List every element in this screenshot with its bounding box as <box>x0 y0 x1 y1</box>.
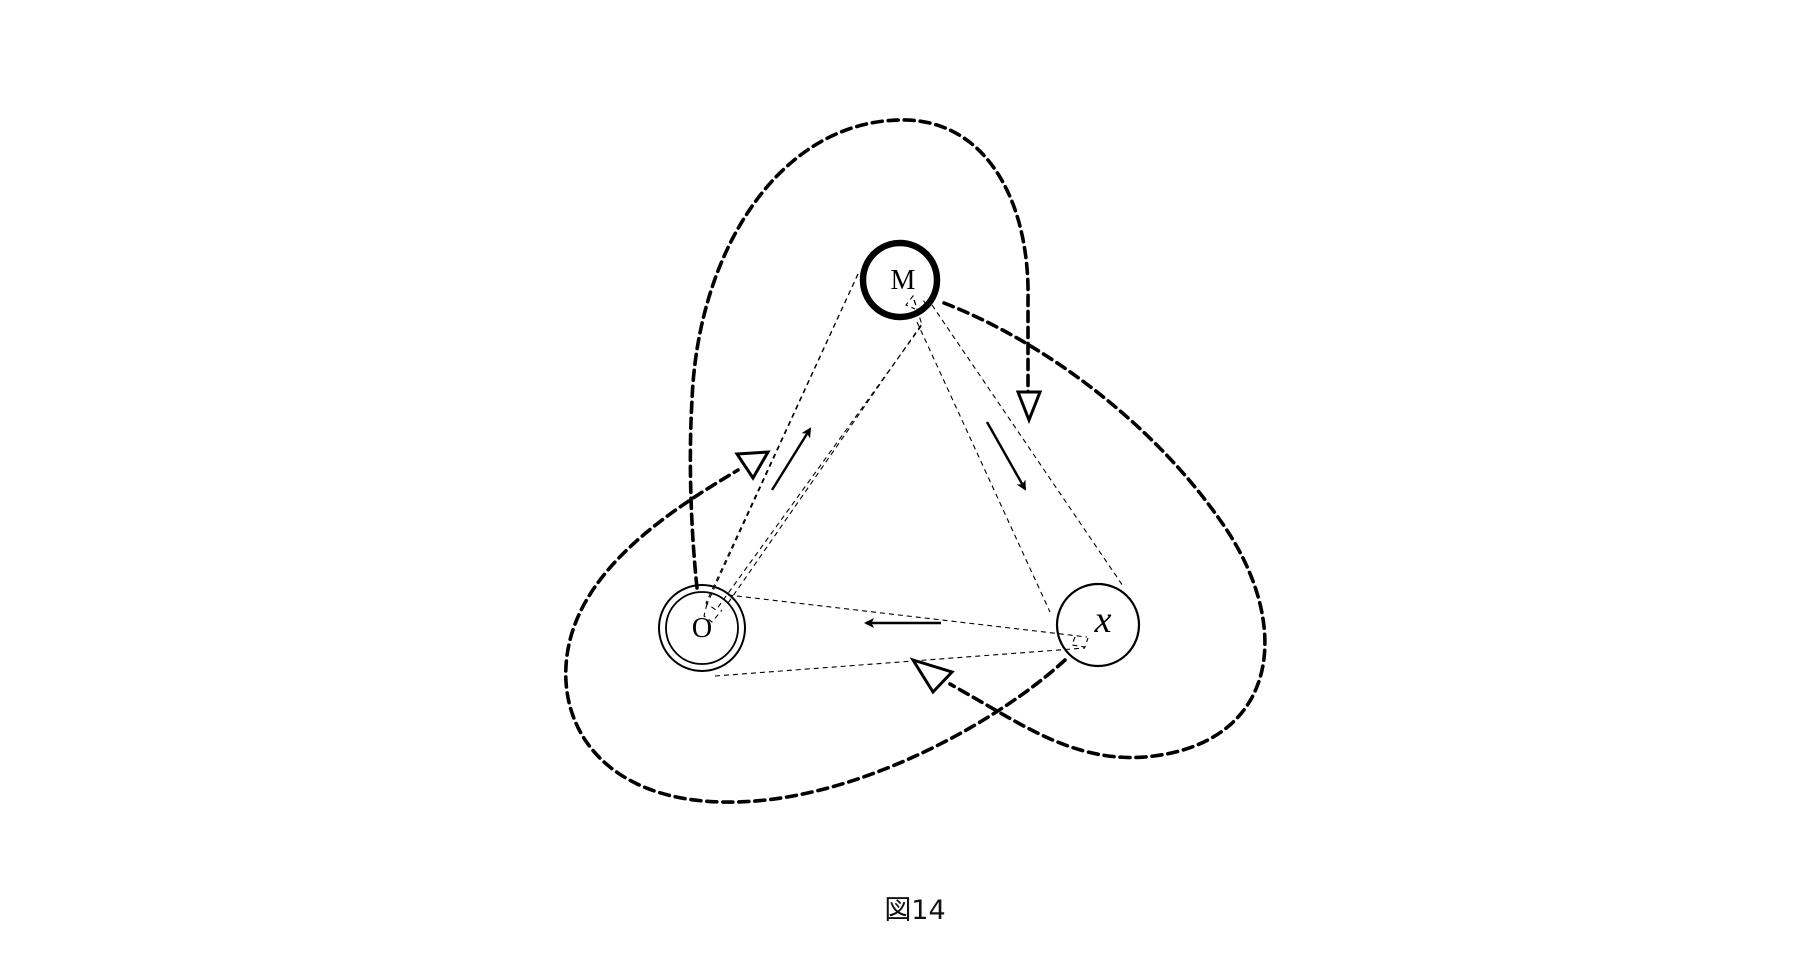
hollow-arrowheads <box>734 390 1043 695</box>
node-m-label: M <box>891 265 916 296</box>
node-x-circle <box>1055 582 1141 668</box>
hollow-arrowhead-up-right <box>734 450 771 481</box>
node-o-inner-circle <box>665 591 739 665</box>
node-x-label: x <box>1094 599 1112 641</box>
cone-o-m-left-edge <box>706 273 859 605</box>
loop-m-to-x <box>942 301 1267 760</box>
loop-o-to-m <box>688 118 1030 590</box>
cone-x-o-bottom-edge <box>714 647 1086 677</box>
node-m-circle <box>859 239 941 321</box>
arrow-m-to-x <box>985 421 1027 491</box>
cone-o-m-right-edge <box>725 324 922 607</box>
cone-x-tip <box>1071 636 1089 648</box>
figure-caption: 図14 <box>884 895 946 926</box>
inner-cones <box>703 273 1124 677</box>
node-o: O <box>658 584 746 672</box>
arrow-o-to-m <box>770 427 812 491</box>
node-o-outer-circle <box>658 584 746 672</box>
cone-m-x-left-edge <box>916 321 1051 613</box>
outer-loops <box>564 118 1267 804</box>
loop-x-to-o <box>564 468 1067 804</box>
cone-x-o-top-edge <box>727 594 1088 638</box>
node-x: x <box>1055 582 1141 668</box>
cone-o-tip <box>703 603 723 623</box>
node-o-label: O <box>692 613 712 644</box>
hollow-arrowhead-down <box>1015 390 1043 425</box>
node-m: M <box>859 239 941 321</box>
hollow-arrowhead-up-left <box>909 657 955 695</box>
cone-o-m <box>705 273 923 611</box>
direction-arrows <box>770 421 1027 628</box>
cone-m-x-right-edge <box>931 304 1124 587</box>
